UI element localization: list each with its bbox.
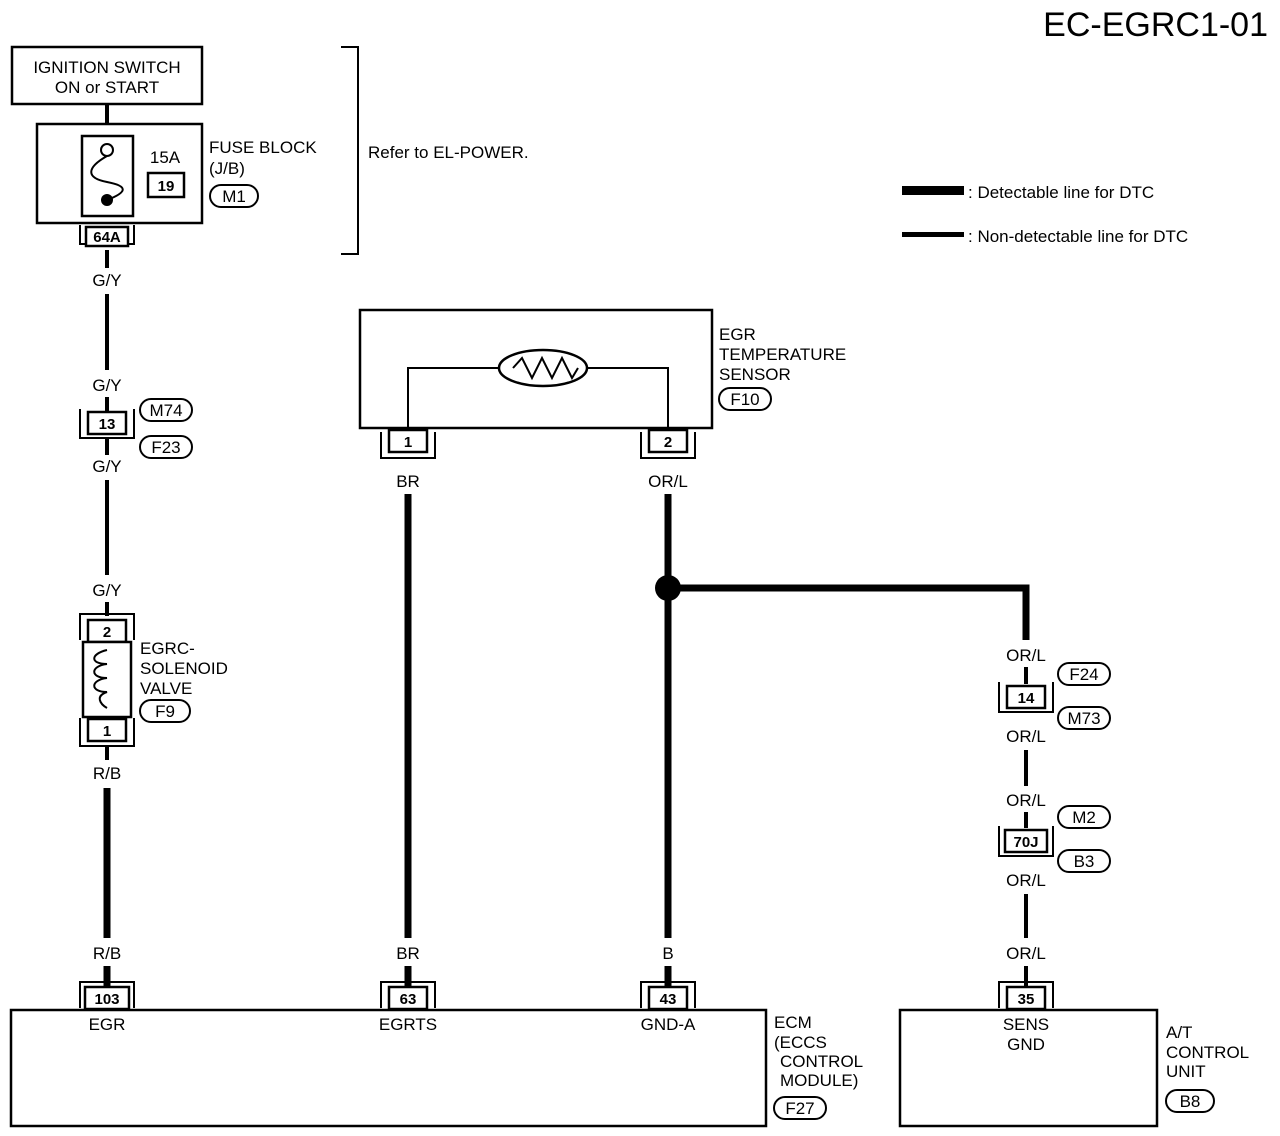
ecm-terminal-gnd-a: GND-A xyxy=(641,1015,696,1034)
tcm-pin-35: 35 xyxy=(1018,991,1035,1008)
solenoid-connector: F9 xyxy=(155,702,175,721)
wire-label-br-1: BR xyxy=(396,472,420,491)
fuse-bottom-terminal xyxy=(101,194,113,206)
wire-label-b: B xyxy=(662,944,673,963)
solenoid-label-line2: SOLENOID xyxy=(140,659,228,678)
ecm-pin-103: 103 xyxy=(94,991,119,1008)
legend-thin-line xyxy=(902,232,964,237)
ecm-pin-43: 43 xyxy=(660,991,677,1008)
solenoid-label-line1: EGRC- xyxy=(140,639,195,658)
solenoid-pin-top: 2 xyxy=(103,624,111,641)
joint-connector-14: 14 F24 M73 xyxy=(998,662,1111,730)
ecm-connector: F27 xyxy=(785,1099,814,1118)
ecm-terminal-egrts: EGRTS xyxy=(379,1015,437,1034)
wire-label-gy-3: G/Y xyxy=(92,457,121,476)
page-code: EC-EGRC1-01 xyxy=(1043,6,1268,44)
joint-connector-70j: 70J M2 B3 xyxy=(998,805,1111,873)
power-reference-note: Refer to EL-POWER. xyxy=(368,143,529,162)
joint-70j-connector-bottom: B3 xyxy=(1074,852,1095,871)
ecm-label-line3: CONTROL xyxy=(780,1052,863,1071)
tcm-label-line1: A/T xyxy=(1166,1023,1192,1042)
ecm-label-line1: ECM xyxy=(774,1013,812,1032)
thermistor-zigzag xyxy=(512,355,579,381)
wire-label-orl-1: OR/L xyxy=(648,472,688,491)
fuse-block-connector: M1 xyxy=(222,187,246,206)
joint-70j-connector-top: M2 xyxy=(1072,808,1096,827)
fuse-rating: 15A xyxy=(150,148,181,167)
ignition-switch: IGNITION SWITCH ON or START xyxy=(10,45,204,106)
sensor-pin2: 2 xyxy=(664,434,672,451)
tcm-terminal-name-line2: GND xyxy=(1007,1035,1045,1054)
ecm: 103 EGR 63 EGRTS 43 GND-A ECM (ECCS CONT… xyxy=(9,981,863,1128)
wire-label-gy-2: G/Y xyxy=(92,376,121,395)
legend-thick-line xyxy=(902,186,964,195)
fuse-inner xyxy=(80,134,135,218)
legend-non-detectable-text: : Non-detectable line for DTC xyxy=(968,227,1188,246)
ignition-switch-line2: ON or START xyxy=(55,78,159,97)
ecm-label-line4: MODULE) xyxy=(780,1071,858,1090)
joint-14-connector-bottom: M73 xyxy=(1067,709,1100,728)
solenoid-label-line3: VALVE xyxy=(140,679,192,698)
sensor-connector: F10 xyxy=(730,390,759,409)
tcm-label-line2: CONTROL xyxy=(1166,1043,1249,1062)
ecm-label-line2: (ECCS xyxy=(774,1033,827,1052)
wire-label-orl-5: OR/L xyxy=(1006,871,1046,890)
wire-label-gy-4: G/Y xyxy=(92,581,121,600)
joint-13-connector-top: M74 xyxy=(149,401,182,420)
at-control-unit: 35 SENS GND A/T CONTROL UNIT B8 xyxy=(898,981,1249,1128)
power-reference-bracket xyxy=(341,46,359,255)
ignition-switch-line1: IGNITION SWITCH xyxy=(33,58,180,77)
sensor-pin1: 1 xyxy=(404,434,412,451)
ecm-pin-63: 63 xyxy=(400,991,417,1008)
thermistor-icon xyxy=(497,348,589,388)
wire-orl-branch xyxy=(668,584,1030,640)
tcm-label-line3: UNIT xyxy=(1166,1062,1206,1081)
wire-label-orl-3: OR/L xyxy=(1006,727,1046,746)
legend-detectable-text: : Detectable line for DTC xyxy=(968,183,1154,202)
tcm-terminal-name-line1: SENS xyxy=(1003,1015,1049,1034)
wire-label-gy-1: G/Y xyxy=(92,271,121,290)
joint-connector-13: 13 M74 F23 xyxy=(79,398,193,459)
tcm-connector: B8 xyxy=(1180,1092,1201,1111)
joint-14-pin: 14 xyxy=(1018,690,1035,707)
wire-label-rb-2: R/B xyxy=(93,944,121,963)
sensor-label-line3: SENSOR xyxy=(719,365,791,384)
fuse-number: 19 xyxy=(158,178,175,195)
wire-label-br-2: BR xyxy=(396,944,420,963)
joint-14-connector-top: F24 xyxy=(1069,665,1098,684)
wire-label-rb-1: R/B xyxy=(93,764,121,783)
solenoid-coil-icon xyxy=(93,649,108,709)
solenoid-pin-bottom: 1 xyxy=(103,723,111,740)
wire-label-orl-6: OR/L xyxy=(1006,944,1046,963)
fuse-block-label-line1: FUSE BLOCK xyxy=(209,138,317,157)
fuse-top-terminal xyxy=(100,143,114,157)
joint-13-connector-bottom: F23 xyxy=(151,438,180,457)
terminal-64a: 64A xyxy=(93,229,121,246)
joint-70j-pin: 70J xyxy=(1013,834,1038,851)
egrc-solenoid-valve: 2 1 EGRC- SOLENOID VALVE F9 xyxy=(79,613,228,747)
ecm-terminal-egr: EGR xyxy=(89,1015,126,1034)
wire-label-orl-4: OR/L xyxy=(1006,791,1046,810)
sensor-label-line1: EGR xyxy=(719,325,756,344)
legend: : Detectable line for DTC : Non-detectab… xyxy=(902,183,1188,246)
sensor-label-line2: TEMPERATURE xyxy=(719,345,846,364)
fuse-block: 15A 19 FUSE BLOCK (J/B) M1 64A xyxy=(35,122,317,248)
joint-13-pin: 13 xyxy=(99,416,116,433)
fuse-block-label-line2: (J/B) xyxy=(209,159,245,178)
wire-label-orl-2: OR/L xyxy=(1006,646,1046,665)
egr-temperature-sensor: 1 2 EGR TEMPERATURE SENSOR F10 xyxy=(358,308,846,459)
fuse-element-icon xyxy=(90,155,124,201)
